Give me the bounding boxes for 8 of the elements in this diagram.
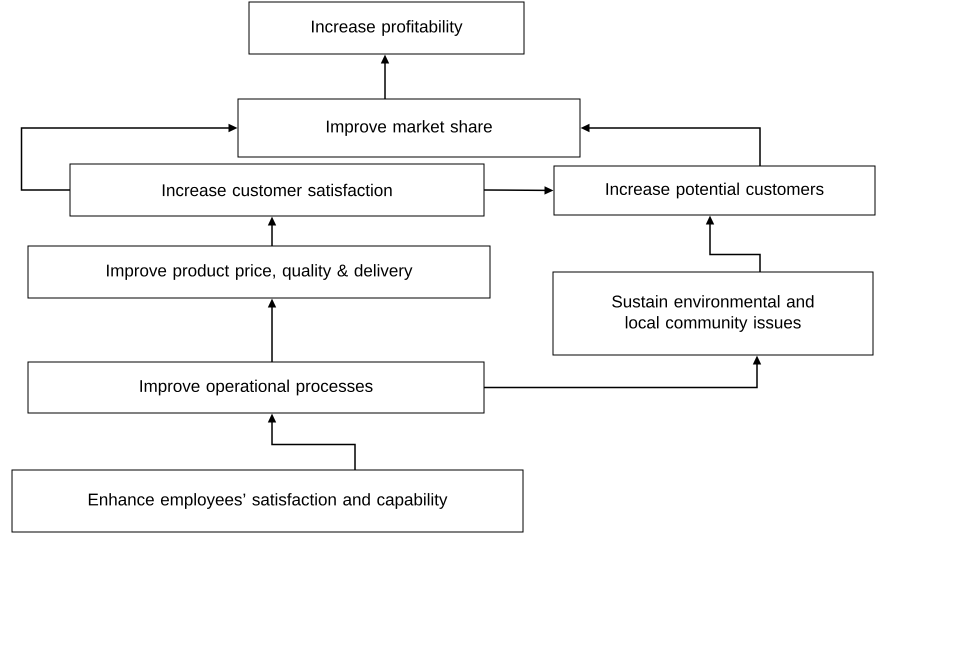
process-box: Improve product price, quality & delivery (28, 246, 490, 298)
process-box: Sustain environmental and local community issues (552, 271, 874, 356)
process-box: Improve market share (238, 98, 580, 158)
process-box: Increase potential customers (554, 166, 876, 216)
process-box: Improve operational processes (28, 361, 484, 414)
process-box: Increase customer satisfaction (70, 164, 484, 216)
process-box: Enhance employees’ satisfaction and capability (12, 469, 524, 532)
process-box: Increase profitability (248, 2, 524, 54)
